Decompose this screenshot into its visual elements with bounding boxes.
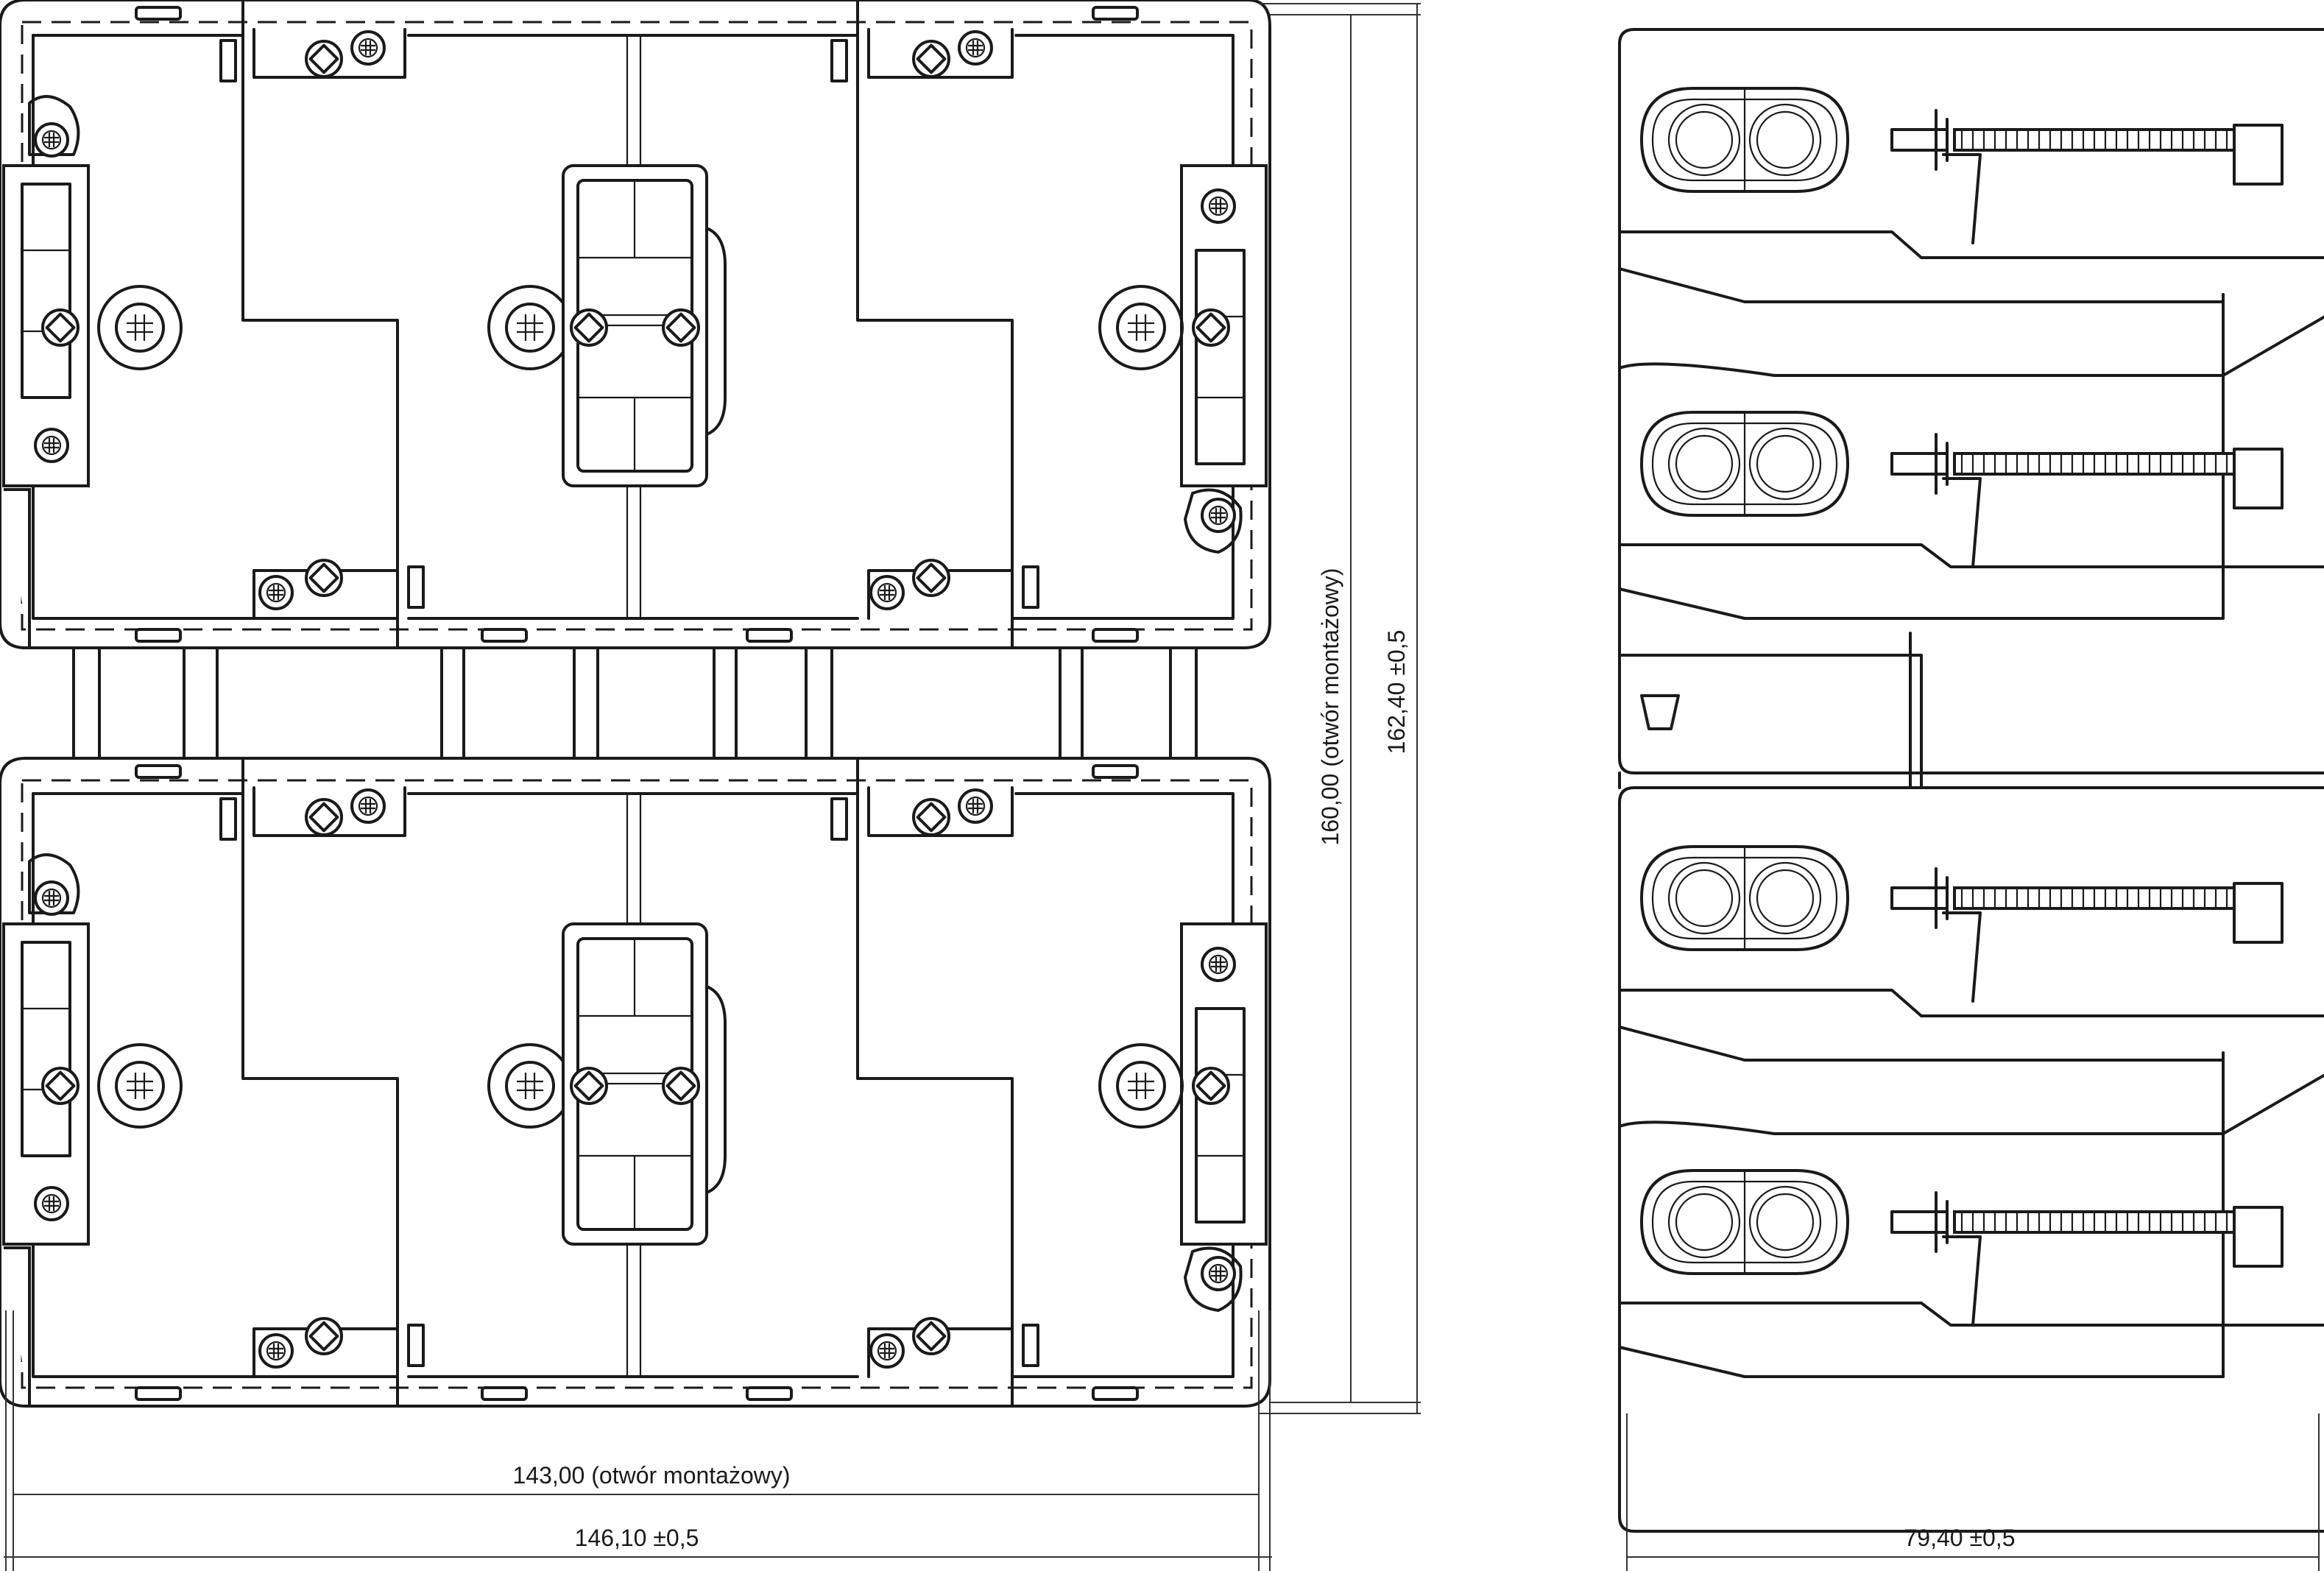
depth-label: 79,40 ±0,5 — [1904, 1525, 2015, 1551]
side-lower-box — [1620, 780, 2324, 1531]
dimension-lines — [4, 3, 2320, 1571]
overall-width-label: 146,10 ±0,5 — [575, 1525, 699, 1551]
lower-box — [0, 758, 1270, 1406]
upper-box — [0, 0, 1270, 648]
box-connector — [72, 646, 1198, 760]
dimension-labels: 143,00 (otwór montażowy) 146,10 ±0,5 160… — [512, 568, 2015, 1551]
opening-width-label: 143,00 (otwór montażowy) — [512, 1462, 790, 1489]
side-view — [1618, 22, 2324, 1531]
side-upper-box — [1620, 22, 2324, 773]
opening-height-label: 160,00 (otwór montażowy) — [1317, 568, 1343, 845]
side-connector — [1618, 632, 1923, 789]
overall-height-label: 162,40 ±0,5 — [1383, 630, 1410, 755]
front-view — [0, 0, 1270, 1406]
